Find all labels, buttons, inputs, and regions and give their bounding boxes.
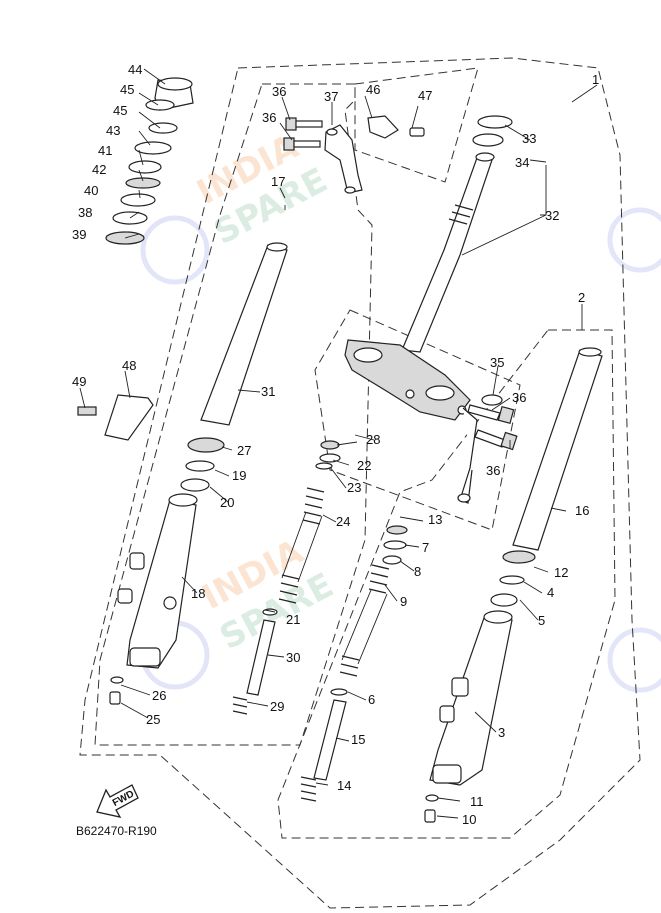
callout-35: 35 [490,355,504,370]
bolt-25 [109,676,124,705]
callout-42: 42 [92,162,106,177]
callout-12: 12 [554,565,568,580]
cap-22-23 [315,440,341,470]
callout-10: 10 [462,812,476,827]
brake-hose-bracket [457,407,478,504]
fwd-arrow: FWD [96,784,139,818]
callout-16: 16 [575,503,589,518]
callout-2: 2 [578,290,585,305]
damper-rod-15 [313,688,348,781]
callout-36-d: 36 [486,463,500,478]
callout-29: 29 [270,699,284,714]
callout-22: 22 [357,458,371,473]
callout-17: 17 [271,174,285,189]
assembly-46-outline [354,67,479,183]
assembly-2-outline [277,329,616,839]
cap-7-8 [382,525,408,565]
callout-25: 25 [146,712,160,727]
right-outer-tube [429,610,513,786]
callout-11: 11 [470,794,484,809]
callout-30: 30 [286,650,300,665]
spring-24 [278,487,325,604]
callout-1: 1 [592,72,599,87]
washer-34 [472,133,504,147]
callout-36-b: 36 [262,110,276,125]
bolt-36-a [285,117,323,131]
washer-35 [481,394,503,406]
callout-38: 38 [78,205,92,220]
callout-39: 39 [72,227,86,242]
callout-15: 15 [351,732,365,747]
callout-19: 19 [232,468,246,483]
callout-36-a: 36 [272,84,286,99]
callout-3: 3 [498,725,505,740]
damper-rod-30 [246,608,278,696]
watermark-top: INDIA SPARE [140,126,334,285]
cable-clip [367,115,425,139]
callout-45-b: 45 [113,103,127,118]
callout-31: 31 [261,384,275,399]
spring-9 [339,564,390,677]
callout-26: 26 [152,688,166,703]
assembly-13-outline [314,309,521,531]
callout-6: 6 [368,692,375,707]
left-outer-tube [117,493,198,669]
bolt-36-d [474,429,518,451]
callout-48: 48 [122,358,136,373]
callout-37: 37 [324,89,338,104]
reflector-bracket [77,394,154,441]
washer-33 [477,115,513,129]
callout-13: 13 [428,512,442,527]
callout-5: 5 [538,613,545,628]
callout-8: 8 [414,564,421,579]
assembly-1-outline [79,57,641,909]
callout-34: 34 [515,155,529,170]
callout-24: 24 [336,514,350,529]
callout-4: 4 [547,585,554,600]
under-bracket [344,339,471,421]
bolt-36-b [283,137,321,151]
assembly-17-outline [94,83,373,746]
callout-40: 40 [84,183,98,198]
callout-21: 21 [286,612,300,627]
right-oil-seal-group [490,550,536,607]
callout-32: 32 [545,208,559,223]
steering-stem [401,152,495,353]
callout-20: 20 [220,495,234,510]
callout-44: 44 [128,62,142,77]
callout-7: 7 [422,540,429,555]
callout-33: 33 [522,131,536,146]
bolt-10 [424,794,439,823]
spring-29 [232,696,248,715]
callout-14: 14 [337,778,351,793]
callout-49: 49 [72,374,86,389]
right-inner-tube [512,347,603,551]
spring-14 [300,776,317,802]
callout-36-c: 36 [512,390,526,405]
leader-lines [79,68,598,819]
left-oil-seal-group [180,437,225,492]
callout-45-a: 45 [120,82,134,97]
callout-23: 23 [347,480,361,495]
callout-27: 27 [237,443,251,458]
diagram-code: B622470-R190 [76,824,157,838]
callout-47: 47 [418,88,432,103]
left-inner-tube [200,242,288,426]
callout-28: 28 [366,432,380,447]
bolt-36-c [467,404,515,425]
watermark-right-edge [607,207,661,693]
callout-9: 9 [400,594,407,609]
callout-labels: 1 2 3 4 5 6 7 8 9 10 11 12 13 14 15 16 1… [72,62,599,827]
callout-43: 43 [106,123,120,138]
callout-41: 41 [98,143,112,158]
headlight-stay [324,124,363,194]
callout-18: 18 [191,586,205,601]
callout-46: 46 [366,82,380,97]
